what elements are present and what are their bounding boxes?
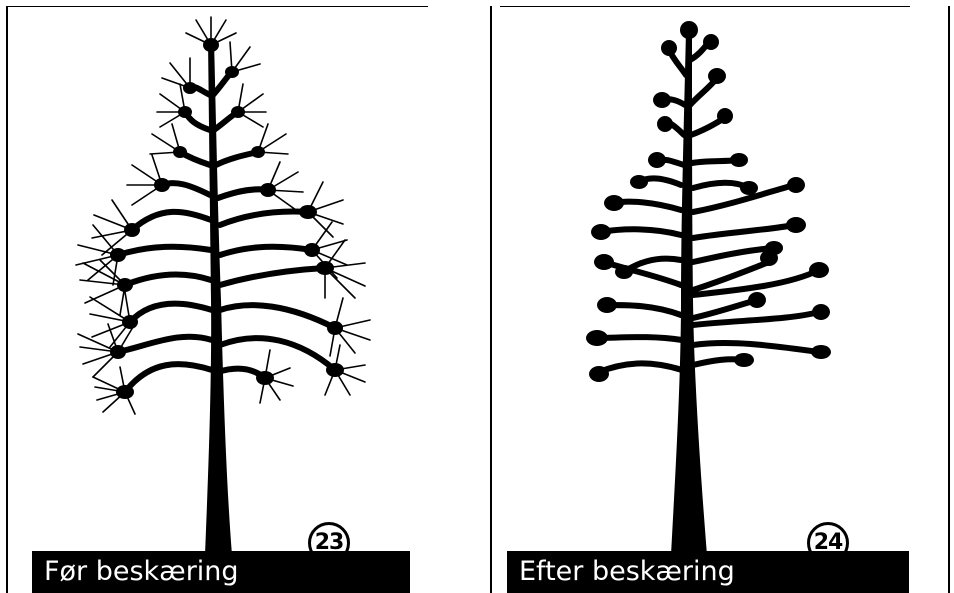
caption-before-pruning: Før beskæring [32, 551, 410, 593]
panel-before-pruning: 23 Før beskæring [0, 0, 488, 593]
pruned-tree-illustration [489, 0, 954, 593]
panel-after-pruning: 24 Efter beskæring [489, 0, 954, 593]
caption-after-pruning: Efter beskæring [507, 551, 909, 593]
unpruned-tree-illustration [0, 0, 488, 593]
